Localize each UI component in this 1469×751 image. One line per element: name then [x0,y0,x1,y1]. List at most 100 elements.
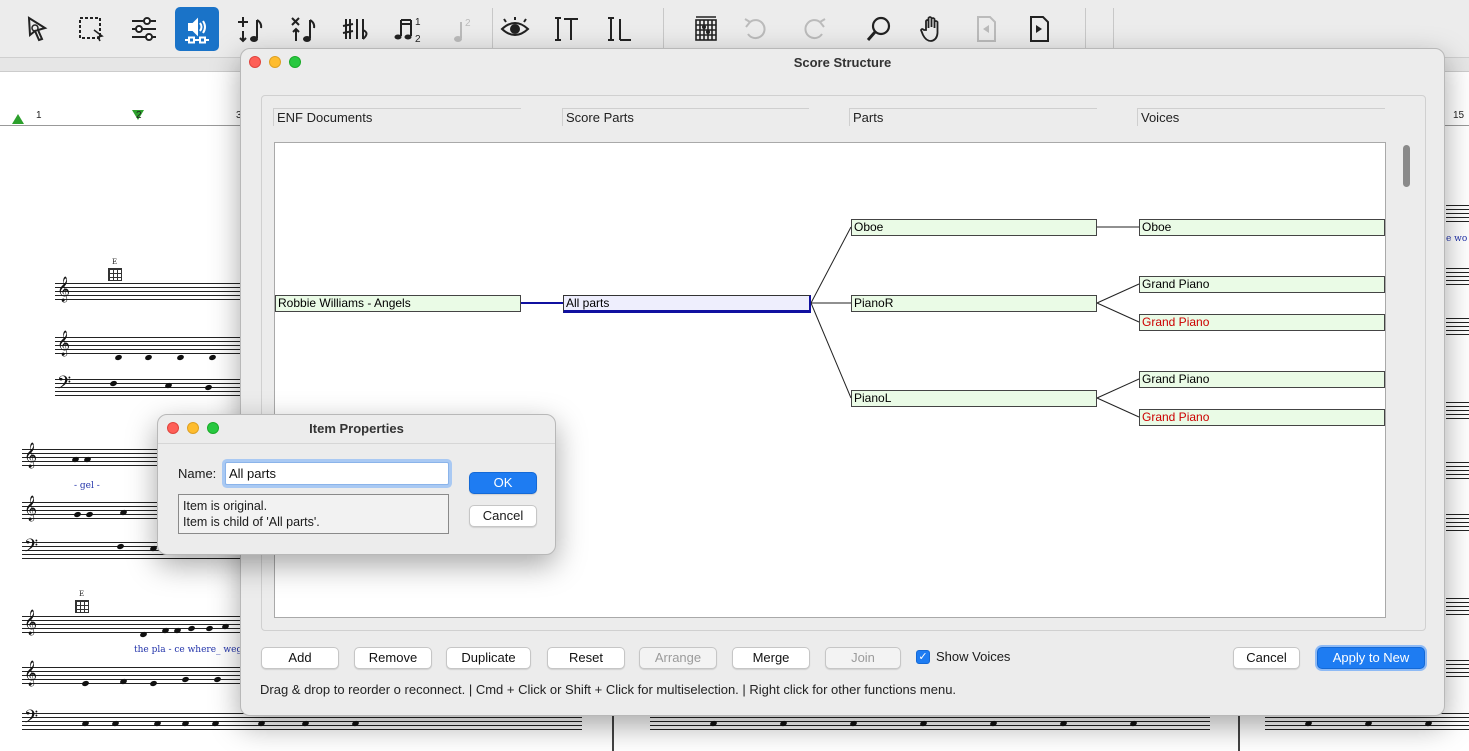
cancel-button[interactable]: Cancel [1233,647,1300,669]
staff-piano-right[interactable] [1446,660,1469,680]
staff-piano-left[interactable] [1446,318,1469,338]
toolbar-separator [1085,8,1086,48]
lyrics-tool-button[interactable] [597,7,641,51]
tuplet-icon: 12 [394,17,421,45]
staff-piano-left[interactable]: 𝄢 [22,709,582,733]
toolbar-separator [492,8,493,48]
staff-oboe[interactable]: 𝄞 [22,445,240,469]
dialog-title: Item Properties [309,421,404,436]
prev-page-tool-button[interactable] [963,7,1007,51]
node-part-pianol[interactable]: PianoL [851,390,1097,407]
vertical-scrollbar[interactable] [1399,142,1413,618]
staff-piano-left[interactable]: 𝄢 [22,538,240,562]
apply-to-new-button[interactable]: Apply to New [1317,647,1425,669]
undo-tool-button[interactable] [733,7,777,51]
chord-marker: E [112,258,118,266]
view-tool-button[interactable] [493,7,537,51]
zoom-window-icon[interactable] [289,56,301,68]
node-part-oboe[interactable]: Oboe [851,219,1097,236]
staff-piano-left[interactable] [650,713,1210,733]
selection-tool-button[interactable] [16,7,60,51]
hand-tool-button[interactable] [910,7,954,51]
treble-clef-icon: 𝄞 [24,661,38,686]
column-header-voices: Voices [1137,108,1385,126]
redo-tool-button[interactable] [793,7,837,51]
add-note-tool-button[interactable] [228,7,272,51]
node-enf-document[interactable]: Robbie Williams - Angels [275,295,521,312]
add-button[interactable]: Add [261,647,339,669]
show-voices-checkbox[interactable]: ✓ Show Voices [916,649,1010,664]
close-window-icon[interactable] [167,422,179,434]
minimize-window-icon[interactable] [187,422,199,434]
remove-button[interactable]: Remove [354,647,432,669]
scrollbar-thumb[interactable] [1403,145,1410,187]
grace-note-icon: 2 [454,18,471,42]
staff-oboe[interactable] [1446,205,1469,225]
node-voice-pianor-2[interactable]: Grand Piano [1139,314,1385,331]
checkmark-icon[interactable]: ✓ [916,649,930,664]
mixer-tool-button[interactable] [122,7,166,51]
staff-piano-left[interactable]: 𝄢 [55,375,240,399]
staff-oboe[interactable]: 𝄞 [22,612,240,639]
accidental-tool-button[interactable] [334,7,378,51]
dashed-select-icon [79,17,104,42]
chord-grid-icon [695,16,717,41]
staff-piano-left[interactable] [1446,514,1469,534]
node-score-part[interactable]: All parts [563,295,811,313]
node-voice-oboe[interactable]: Oboe [1139,219,1385,236]
chord-diagram-icon[interactable] [75,600,89,613]
chord-tool-button[interactable] [684,7,728,51]
score-structure-titlebar[interactable]: Score Structure [241,49,1444,77]
edge-pianol-to-voice-1 [1096,378,1140,399]
playback-tool-button[interactable] [175,7,219,51]
node-voice-pianol-1[interactable]: Grand Piano [1139,371,1385,388]
staff-piano-left[interactable] [1265,713,1469,733]
ruler-number: 2 [136,110,142,121]
column-header-enf-documents: ENF Documents [273,108,521,126]
treble-clef-icon: 𝄞 [24,496,38,521]
staff-piano-right[interactable]: 𝄞 [22,663,240,688]
help-hint-text: Drag & drop to reorder o reconnect. | Cm… [260,682,957,697]
ruler-playback-marker-icon[interactable] [132,110,144,120]
staff-piano-right[interactable] [1446,268,1469,288]
zoom-tool-button[interactable] [857,7,901,51]
reset-button[interactable]: Reset [547,647,625,669]
next-page-tool-button[interactable] [1016,7,1060,51]
staff-oboe[interactable]: 𝄞 [55,279,240,303]
staff-oboe[interactable] [1446,402,1469,422]
svg-text:2: 2 [415,34,421,45]
staff-oboe[interactable] [1446,598,1469,618]
staff-piano-right[interactable]: 𝄞 [22,498,240,522]
node-part-pianor[interactable]: PianoR [851,295,1097,312]
ruler-start-marker-icon[interactable] [12,114,24,124]
close-window-icon[interactable] [249,56,261,68]
grace-note-tool-button[interactable]: 2 [440,7,484,51]
item-properties-titlebar[interactable]: Item Properties [158,415,555,443]
duplicate-button[interactable]: Duplicate [446,647,531,669]
text-tool-button[interactable] [544,7,588,51]
ruler-number: 1 [36,110,42,121]
name-input[interactable] [225,462,449,485]
toolbar-separator [663,8,664,48]
staff-piano-right[interactable]: 𝄞 [55,333,240,362]
delete-note-tool-button[interactable] [281,7,325,51]
lyric-line: e wo [1446,234,1468,244]
arrange-button[interactable]: Arrange [639,647,717,669]
marquee-tool-button[interactable] [69,7,113,51]
node-voice-pianor-1[interactable]: Grand Piano [1139,276,1385,293]
join-button[interactable]: Join [825,647,901,669]
undo-icon [744,18,766,40]
treble-clef-icon: 𝄞 [57,331,71,356]
merge-button[interactable]: Merge [732,647,810,669]
titlebar-divider [158,443,555,444]
node-voice-pianol-2[interactable]: Grand Piano [1139,409,1385,426]
staff-piano-right[interactable] [1446,462,1469,482]
minimize-window-icon[interactable] [269,56,281,68]
chord-diagram-icon[interactable] [108,268,122,281]
cancel-button[interactable]: Cancel [469,505,537,527]
structure-graph-canvas[interactable]: Robbie Williams - Angels All parts Oboe … [274,142,1386,618]
edge-score-part-to-oboe [810,226,852,304]
ok-button[interactable]: OK [469,472,537,494]
zoom-window-icon[interactable] [207,422,219,434]
